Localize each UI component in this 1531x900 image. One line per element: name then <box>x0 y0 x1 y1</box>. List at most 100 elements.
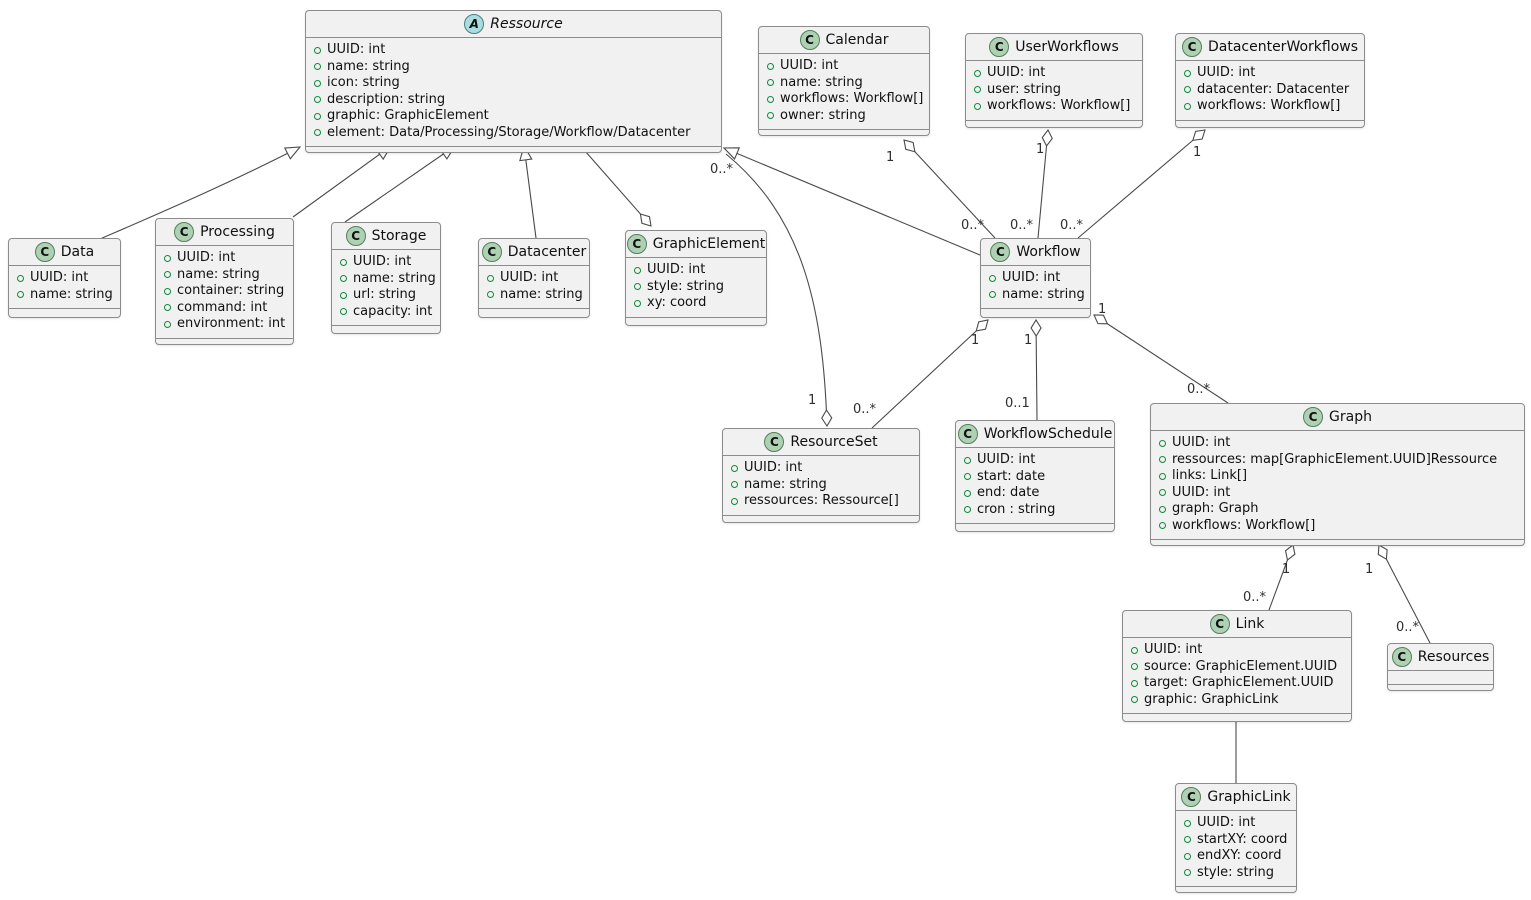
relation-datacenterworkflows-workflow <box>1077 130 1205 239</box>
attribute-text: startXY: coord <box>1197 831 1288 847</box>
class-attribute: name: string <box>340 271 436 288</box>
attribute-text: description: string <box>327 91 446 107</box>
class-name: GraphicElement <box>652 236 766 252</box>
class-icon: C <box>1391 647 1412 667</box>
attribute-text: UUID: int <box>1197 815 1256 830</box>
multiplicity-label: 0..* <box>853 402 877 417</box>
field-visibility-icon <box>767 62 774 70</box>
field-visibility-icon <box>964 456 971 464</box>
class-attribute: workflows: Workflow[] <box>1159 518 1516 535</box>
multiplicity-label: 1 <box>1098 302 1106 317</box>
class-attribute: UUID: int <box>1159 485 1516 502</box>
attribute-text: ressources: map[GraphicElement.UUID]Ress… <box>1172 451 1498 467</box>
class-attribute: UUID: int <box>1184 65 1356 82</box>
relation-storage-ressource <box>344 146 455 223</box>
attribute-text: name: string <box>500 286 583 302</box>
field-visibility-icon <box>634 266 641 274</box>
class-attribute: UUID: int <box>17 270 112 287</box>
field-visibility-icon <box>964 506 971 514</box>
class-attribute: user: string <box>974 82 1134 99</box>
class-attribute: UUID: int <box>731 460 911 477</box>
class-name: Data <box>60 244 95 260</box>
attribute-text: start: date <box>977 468 1046 484</box>
class-icon: C <box>957 424 978 444</box>
relation-data-ressource <box>99 147 300 240</box>
class-header: C GraphicElement <box>626 231 766 258</box>
class-attribute: name: string <box>314 59 713 76</box>
attribute-text: UUID: int <box>327 42 386 57</box>
relation-resourceset-ressource <box>725 153 827 426</box>
field-visibility-icon <box>989 291 996 299</box>
field-visibility-icon <box>1184 69 1191 77</box>
field-visibility-icon <box>164 304 171 312</box>
class-icon: C <box>1181 37 1202 57</box>
class-attribute: style: string <box>634 279 758 296</box>
class-icon: C <box>990 242 1011 262</box>
field-visibility-icon <box>964 489 971 497</box>
multiplicity-label: 0..* <box>710 162 734 177</box>
field-visibility-icon <box>1159 505 1166 513</box>
class-attribute: UUID: int <box>164 250 285 267</box>
attribute-text: name: string <box>177 266 260 282</box>
attribute-text: xy: coord <box>647 295 707 310</box>
multiplicity-label: 0..* <box>961 218 985 233</box>
attribute-text: links: Link[] <box>1172 468 1248 483</box>
class-attribute: ressources: Ressource[] <box>731 493 911 510</box>
class-attribute: start: date <box>964 469 1106 486</box>
field-visibility-icon <box>767 112 774 120</box>
field-visibility-icon <box>1184 869 1191 877</box>
class-icon: C <box>626 234 647 254</box>
class-name: ResourceSet <box>790 434 878 450</box>
field-visibility-icon <box>1184 819 1191 827</box>
field-visibility-icon <box>767 95 774 103</box>
field-visibility-icon <box>164 287 171 295</box>
class-attribute: UUID: int <box>767 58 921 75</box>
class-attribute: workflows: Workflow[] <box>974 98 1134 115</box>
class-attributes <box>1388 671 1493 685</box>
field-visibility-icon <box>1184 852 1191 860</box>
class-attribute: name: string <box>487 286 583 304</box>
class-methods-empty <box>956 524 1114 531</box>
relation-graph-link <box>1268 545 1293 611</box>
class-attribute: UUID: int <box>1159 435 1516 452</box>
attribute-text: UUID: int <box>177 250 236 265</box>
field-visibility-icon <box>314 63 321 71</box>
class-attribute: url: string <box>340 287 432 304</box>
class-attribute: element: Data/Processing/Storage/Workflo… <box>314 125 713 142</box>
class-methods-empty <box>332 326 440 333</box>
attribute-text: datacenter: Datacenter <box>1197 81 1350 97</box>
class-attribute: name: string <box>767 75 921 92</box>
field-visibility-icon <box>340 308 347 316</box>
class-methods-empty <box>981 309 1090 317</box>
field-visibility-icon <box>164 254 171 262</box>
attribute-text: workflows: Workflow[] <box>987 98 1131 113</box>
field-visibility-icon <box>314 129 321 137</box>
relation-processing-ressource <box>292 146 391 218</box>
field-visibility-icon <box>340 258 347 266</box>
field-visibility-icon <box>314 46 321 54</box>
multiplicity-label: 0..* <box>1187 382 1211 397</box>
class-attribute: ressources: map[GraphicElement.UUID]Ress… <box>1159 452 1516 469</box>
class-name: Datacenter <box>507 244 587 260</box>
class-attribute: owner: string <box>767 108 921 125</box>
class-name: UserWorkflows <box>1015 39 1119 55</box>
